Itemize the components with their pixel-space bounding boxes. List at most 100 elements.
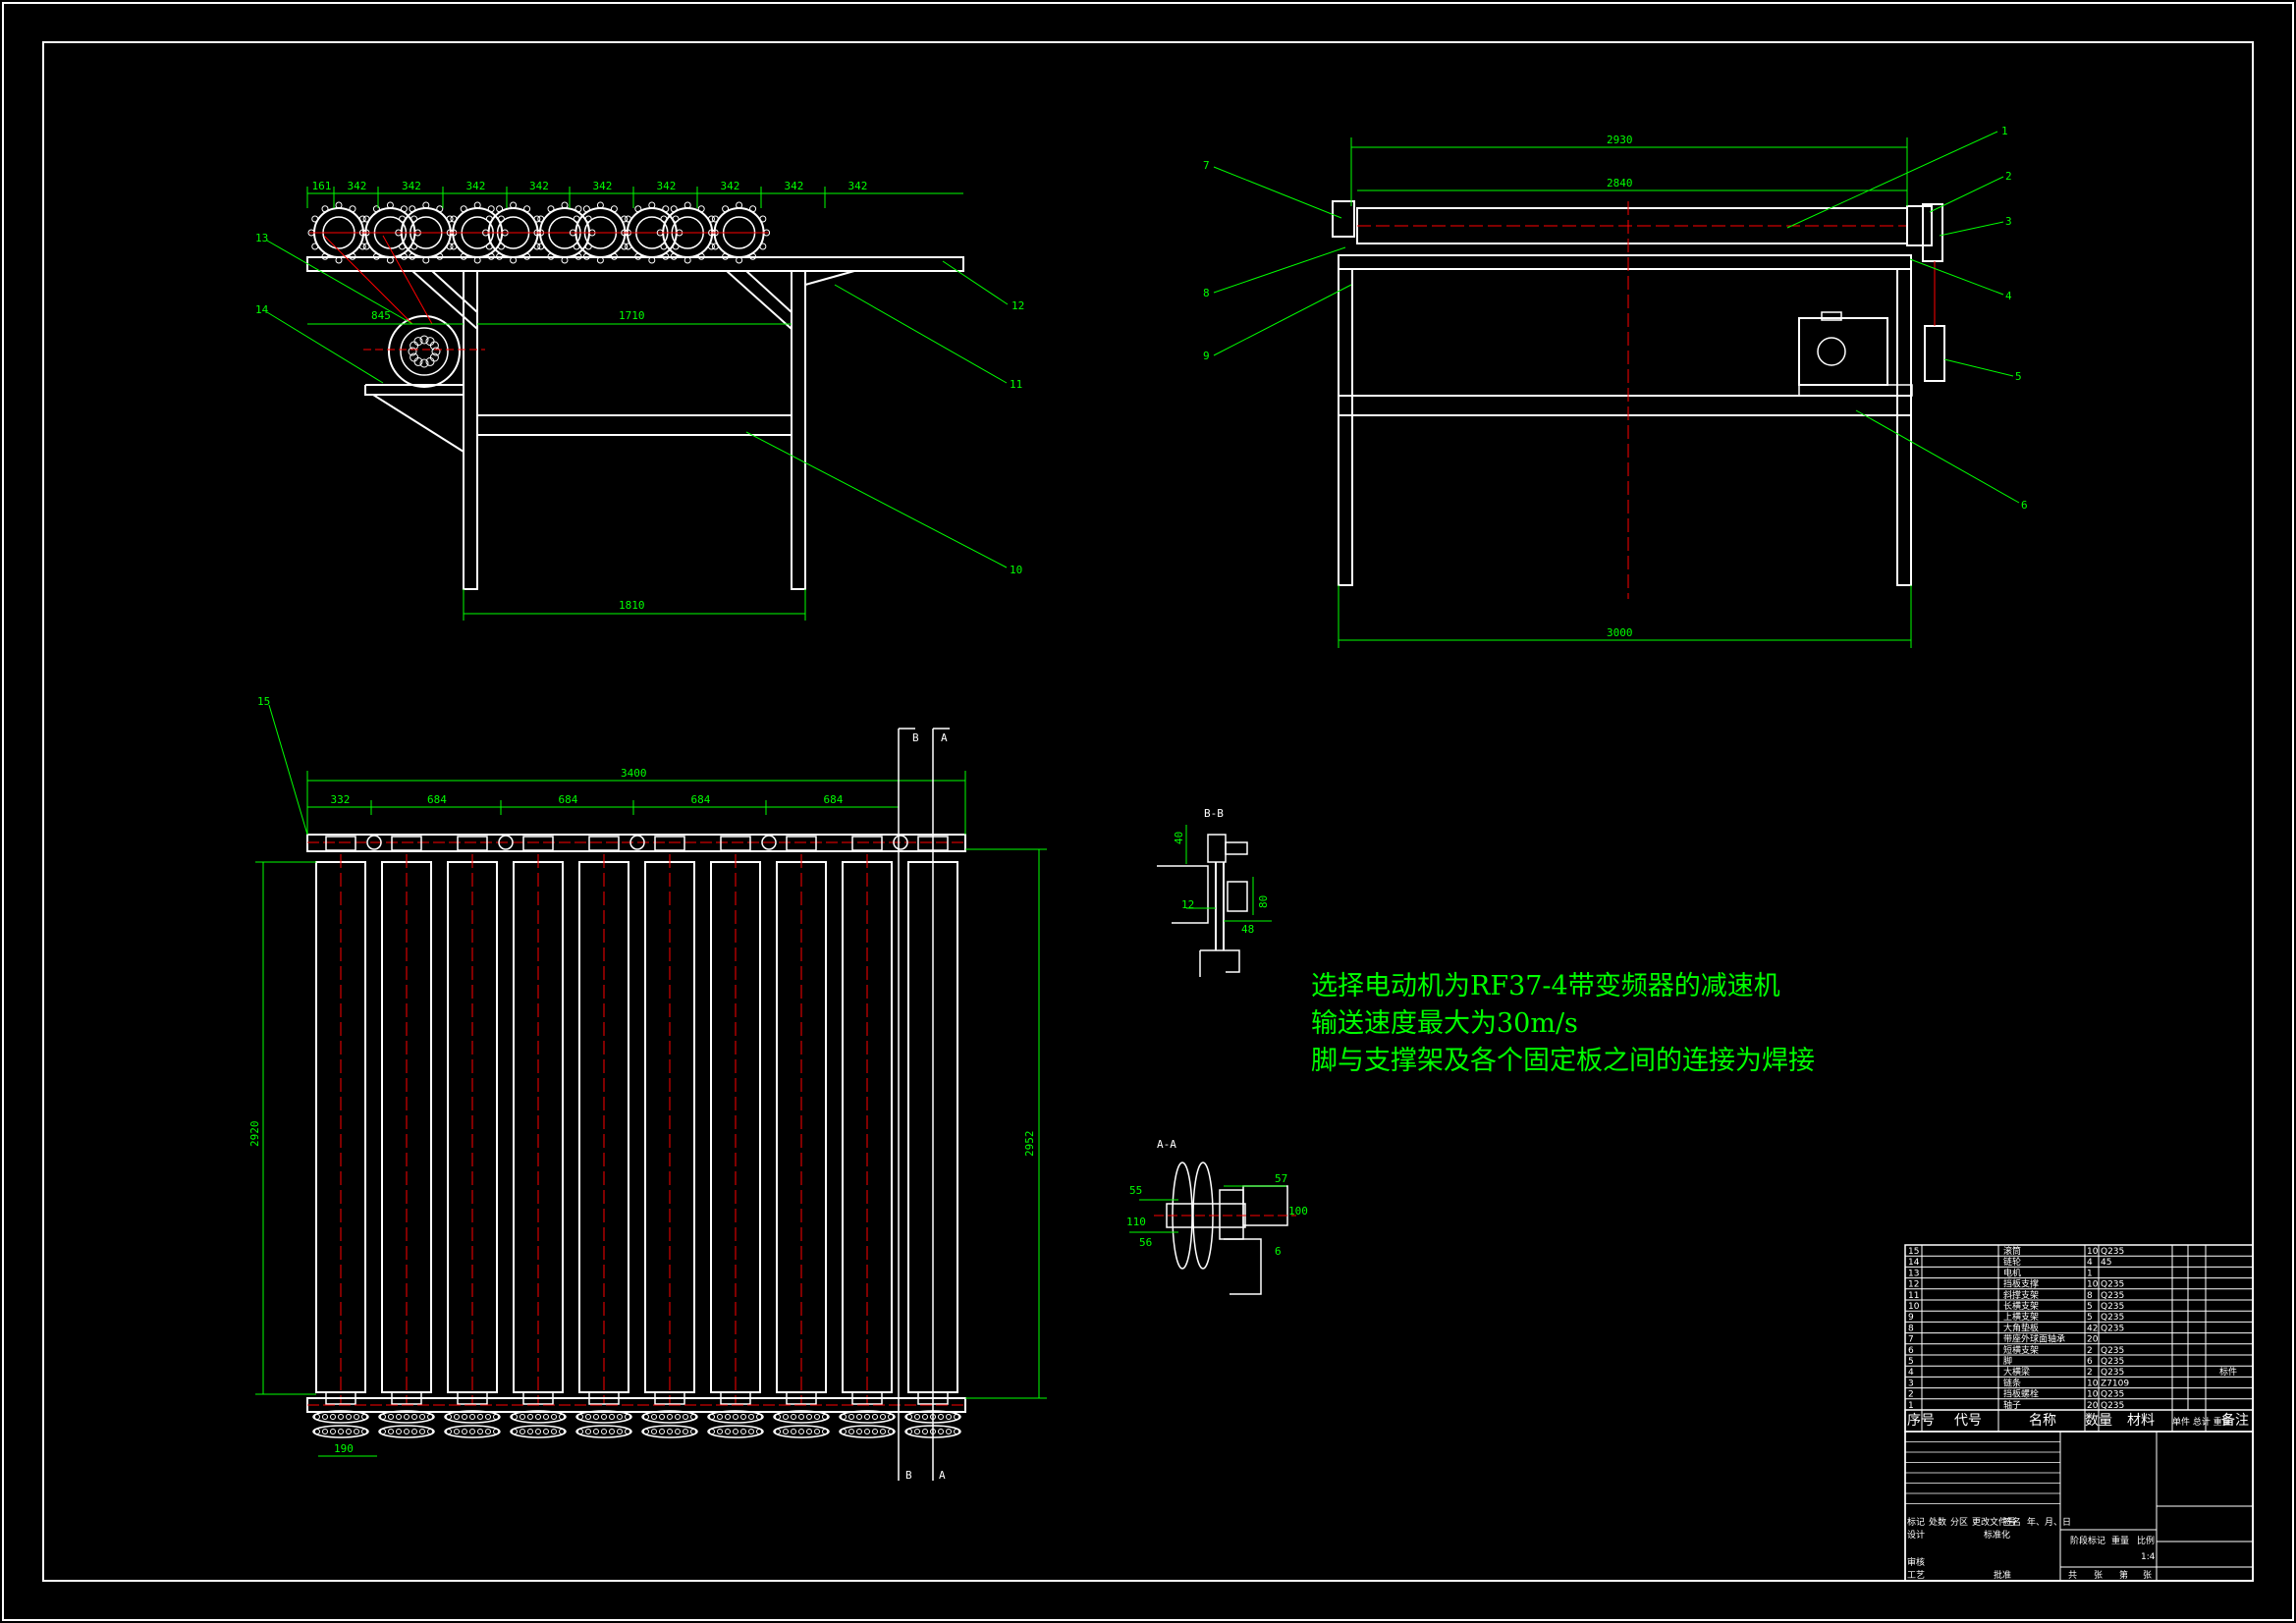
- balloon-6: 6: [2021, 499, 2028, 512]
- front-roller-tooth: [533, 243, 541, 250]
- detail-a-dim57: 57: [1275, 1172, 1287, 1185]
- plan-sprocket-tooth: [748, 1414, 754, 1420]
- plan-bearing-top: [720, 836, 751, 851]
- plan-sprocket-tooth: [354, 1414, 359, 1420]
- plan-bearing-top: [522, 836, 554, 851]
- front-top-dim-10: 342: [848, 180, 868, 192]
- leader-11: [834, 284, 1008, 384]
- plan-sprocket-tooth: [733, 1429, 738, 1434]
- plan-sprocket-tooth: [411, 1429, 417, 1434]
- bom-no: 1: [1908, 1401, 1914, 1411]
- plan-sprocket-tooth: [361, 1414, 367, 1420]
- plan-sprocket-tooth: [798, 1414, 804, 1420]
- bom-qty: 1: [2087, 1269, 2093, 1278]
- title-row1-cell: 更改文件号: [1972, 1516, 2016, 1528]
- front-roller-tooth: [749, 205, 757, 213]
- plan-sprocket-tooth: [577, 1414, 583, 1420]
- front-roller-tooth: [311, 215, 319, 223]
- detail-b-title: B-B: [1204, 807, 1224, 820]
- front-roller-tooth: [707, 215, 715, 223]
- detail-b-angle: [1200, 949, 1240, 973]
- plan-bearing-top: [786, 836, 817, 851]
- front-roller-tooth: [362, 243, 370, 250]
- plan-sprocket: [707, 1410, 764, 1424]
- plan-sprocket-tooth: [585, 1429, 591, 1434]
- plan-sprocket-tooth: [388, 1414, 394, 1420]
- plan-sprocket-tooth: [690, 1429, 696, 1434]
- bom-name: 短横支架: [2003, 1344, 2039, 1356]
- plan-sprocket-tooth: [601, 1429, 607, 1434]
- plan-sprocket-tooth: [922, 1429, 928, 1434]
- side-sprocket-bottom: [1924, 325, 1945, 382]
- plan-sprocket-tooth: [543, 1429, 549, 1434]
- plan-sprocket-tooth: [419, 1414, 425, 1420]
- front-roller-tooth: [358, 243, 366, 250]
- dim-2840: 2840: [1607, 177, 1633, 189]
- leader-2: [1929, 176, 2004, 213]
- plan-sprocket-tooth: [609, 1414, 615, 1420]
- balloon-10: 10: [1010, 564, 1022, 576]
- bom-mat: Q235: [2101, 1357, 2124, 1367]
- front-roller-tooth: [547, 205, 555, 213]
- plan-bearing-top: [457, 836, 488, 851]
- plan-sprocket-tooth: [872, 1429, 878, 1434]
- plan-sprocket-tooth: [559, 1414, 565, 1420]
- plan-sprocket-tooth: [848, 1414, 854, 1420]
- front-roller-tooth: [358, 215, 366, 223]
- plan-sprocket-tooth: [551, 1414, 557, 1420]
- note-3: 脚与支撑架及各个固定板之间的连接为焊接: [1311, 1046, 1815, 1076]
- title-process: 工艺: [1907, 1570, 1925, 1581]
- title-block: 标记处数分区更改文件号签名年、月、日设计标准化审核工艺批准阶段标记重量比例1:4…: [1904, 1431, 2254, 1582]
- plan-sprocket-tooth: [643, 1429, 649, 1434]
- plan-sprocket-tooth: [601, 1414, 607, 1420]
- motor-plate: [364, 384, 465, 396]
- plan-sprocket-tooth: [938, 1429, 944, 1434]
- bom-no: 6: [1908, 1346, 1914, 1356]
- front-roller-tooth: [409, 205, 416, 213]
- front-roller-tooth: [736, 201, 743, 209]
- dim-845: 845: [371, 309, 391, 322]
- front-roller-tooth: [372, 205, 380, 213]
- motor-plate-brace: [372, 394, 465, 453]
- plan-sprocket-tooth: [593, 1414, 599, 1420]
- plan-sprocket-tooth: [856, 1429, 862, 1434]
- plan-bearing-top: [851, 836, 883, 851]
- leader-4: [1909, 258, 2004, 296]
- bom-mat: Q235: [2101, 1401, 2124, 1411]
- front-roller-tooth: [436, 205, 444, 213]
- side-motor-base: [1798, 384, 1913, 397]
- plan-top-hole: [761, 835, 777, 850]
- balloon-5: 5: [2015, 370, 2022, 383]
- motor-tooth: [413, 337, 423, 347]
- bom-qty: 10: [2087, 1390, 2099, 1400]
- title-sheet-cell: 张: [2143, 1570, 2152, 1581]
- side-bearing-right: [1906, 205, 1933, 246]
- bom-name: 斜撑支架: [2003, 1289, 2039, 1301]
- bom-name: 滚筒: [2003, 1245, 2021, 1257]
- plan-sprocket-tooth: [946, 1429, 952, 1434]
- balloon-1: 1: [2001, 125, 2008, 137]
- leader-6: [1855, 409, 2020, 504]
- plan-sprocket: [510, 1425, 567, 1438]
- balloon-13: 13: [255, 232, 268, 244]
- plan-sprocket-tooth: [888, 1429, 894, 1434]
- front-roller-tooth: [446, 215, 454, 223]
- front-roller-tooth: [648, 201, 656, 209]
- bom-qty: 20: [2087, 1335, 2099, 1345]
- plan-sprocket: [378, 1410, 435, 1424]
- plan-sprocket-tooth: [740, 1414, 746, 1420]
- plan-sprocket-tooth: [535, 1414, 541, 1420]
- detail-b-nut: [1225, 841, 1248, 855]
- dim-2952: 2952: [1023, 1131, 1036, 1158]
- detail-a-dim55: 55: [1129, 1184, 1142, 1197]
- plan-sprocket-tooth: [856, 1414, 862, 1420]
- front-brace-right-c: [804, 270, 855, 286]
- balloon-15: 15: [257, 695, 270, 708]
- bom-header-cell: 备注: [2221, 1412, 2249, 1429]
- bom-mat: Q235: [2101, 1390, 2124, 1400]
- plan-sprocket-tooth: [791, 1414, 796, 1420]
- balloon-3: 3: [2005, 215, 2012, 228]
